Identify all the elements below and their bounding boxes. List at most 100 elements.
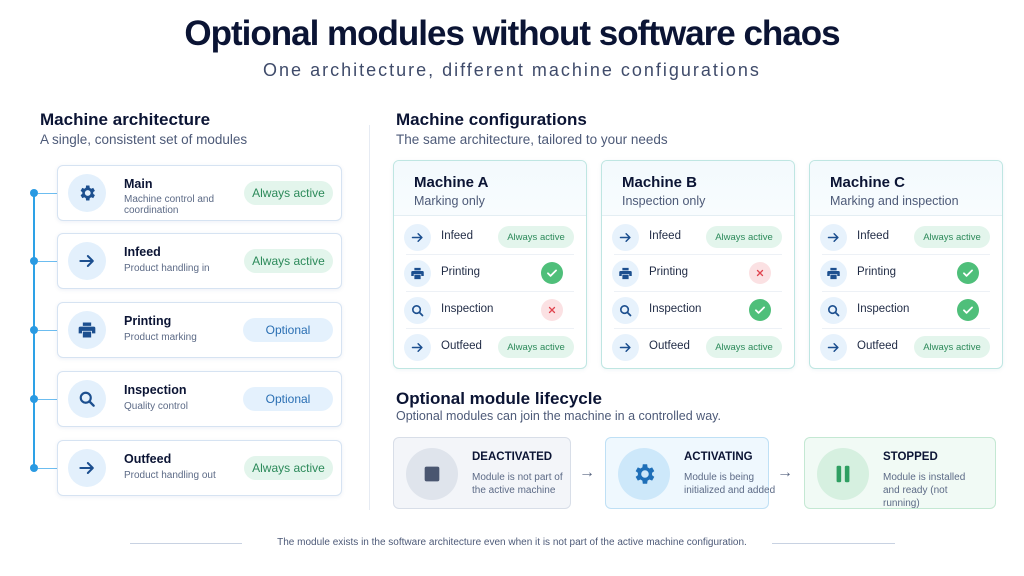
arrow-right-icon: [404, 334, 431, 361]
module-label: Outfeed: [441, 340, 482, 352]
always-active-badge: Always active: [914, 336, 990, 358]
machine-description: Marking only: [414, 194, 485, 208]
page-subtitle: One architecture, different machine conf…: [263, 60, 761, 80]
stop-square-icon: [406, 448, 458, 500]
row-divider: [406, 254, 574, 255]
module-label: Outfeed: [649, 340, 690, 352]
magnifier-icon: [404, 297, 431, 324]
check-icon: [957, 299, 979, 321]
row-divider: [822, 328, 990, 329]
connector-branch: [38, 330, 57, 331]
always-active-badge: Always active: [914, 226, 990, 248]
machine-card-header: [810, 161, 1002, 216]
lifecycle-state-activating: ACTIVATING Module is being initialized an…: [605, 437, 775, 509]
arrow-right-icon: [612, 334, 639, 361]
module-status-badge: Optional: [243, 387, 333, 411]
always-active-badge: Always active: [498, 336, 574, 358]
connector-dot: [30, 464, 38, 472]
always-active-badge: Always active: [498, 226, 574, 248]
module-label: Infeed: [441, 230, 473, 242]
footer-rule-right: [772, 543, 895, 544]
machine-description: Marking and inspection: [830, 194, 959, 208]
printer-icon: [820, 260, 847, 287]
machine-module-row: Inspection: [810, 292, 1002, 328]
machine-description: Inspection only: [622, 194, 706, 208]
magnifier-icon: [68, 380, 106, 418]
machine-name: Machine C: [830, 174, 906, 191]
module-name: Infeed: [124, 245, 161, 259]
machine-module-row: Infeed Always active: [394, 219, 586, 255]
machine-module-row: Outfeed Always active: [394, 329, 586, 365]
machine-card-header: [394, 161, 586, 216]
row-divider: [406, 328, 574, 329]
connector-branch: [38, 261, 57, 262]
module-status-badge: Always active: [244, 249, 333, 273]
row-divider: [822, 291, 990, 292]
connector-dot: [30, 189, 38, 197]
section-divider: [369, 125, 370, 510]
check-icon: [749, 299, 771, 321]
lifecycle-state-description: Module is being initialized and added: [684, 472, 776, 496]
arrow-right-icon: [612, 224, 639, 251]
lifecycle-state-name: STOPPED: [883, 451, 938, 463]
arrow-right-icon: [68, 242, 106, 280]
machine-module-row: Outfeed Always active: [810, 329, 1002, 365]
connector-branch: [38, 468, 57, 469]
row-divider: [614, 328, 782, 329]
pause-icon: [817, 448, 869, 500]
always-active-badge: Always active: [706, 226, 782, 248]
footer-note: The module exists in the software archit…: [277, 537, 747, 548]
architecture-title: Machine architecture: [40, 110, 211, 129]
lifecycle-subtitle: Optional modules can join the machine in…: [396, 409, 721, 423]
lifecycle-state-description: Module is installed and ready (not runni…: [883, 472, 966, 509]
lifecycle-state-stopped: STOPPED Module is installed and ready (no…: [804, 437, 996, 509]
arrow-right-icon: [820, 334, 847, 361]
connector-dot: [30, 257, 38, 265]
machine-name: Machine B: [622, 174, 698, 191]
module-label: Printing: [857, 266, 896, 278]
printer-icon: [68, 311, 106, 349]
gear-icon: [618, 448, 670, 500]
machine-module-row: Infeed Always active: [810, 219, 1002, 255]
module-description: Product handling in: [124, 263, 210, 274]
module-label: Inspection: [857, 303, 910, 315]
page-title: Optional modules without software chaos: [184, 14, 840, 53]
module-label: Infeed: [649, 230, 681, 242]
architecture-subtitle: A single, consistent set of modules: [40, 132, 248, 147]
check-icon: [957, 262, 979, 284]
footer-rule-left: [130, 543, 242, 544]
connector-dot: [30, 395, 38, 403]
gear-icon: [68, 174, 106, 212]
printer-icon: [404, 260, 431, 287]
printer-icon: [612, 260, 639, 287]
module-label: Infeed: [857, 230, 889, 242]
module-label: Printing: [441, 266, 480, 278]
arrow-right-icon: [404, 224, 431, 251]
arrow-right-icon: [820, 224, 847, 251]
module-status-badge: Always active: [244, 456, 333, 480]
row-divider: [614, 291, 782, 292]
lifecycle-state-name: ACTIVATING: [684, 451, 753, 463]
magnifier-icon: [820, 297, 847, 324]
always-active-badge: Always active: [706, 336, 782, 358]
module-name: Main: [124, 177, 153, 191]
cross-icon: [749, 262, 771, 284]
check-icon: [541, 262, 563, 284]
connector-branch: [38, 193, 57, 194]
machine-module-row: Printing: [810, 255, 1002, 291]
connector-branch: [38, 399, 57, 400]
lifecycle-arrow: →: [777, 464, 793, 481]
lifecycle-state-name: DEACTIVATED: [472, 451, 553, 463]
machine-card-header: [602, 161, 794, 216]
module-status-badge: Optional: [243, 318, 333, 342]
module-label: Outfeed: [857, 340, 898, 352]
lifecycle-title: Optional module lifecycle: [396, 389, 602, 408]
